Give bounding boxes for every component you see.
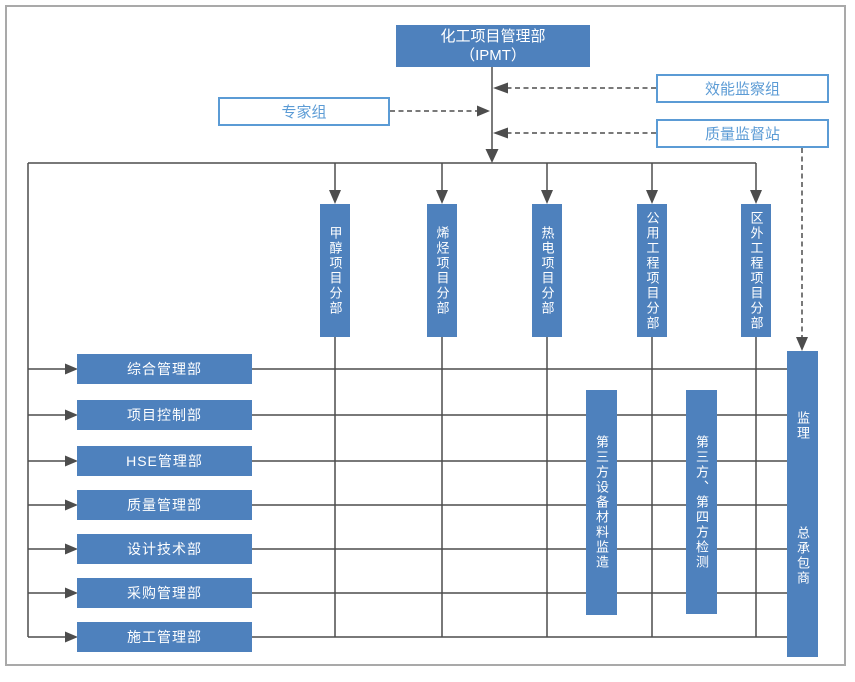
box-third-fourth-party-inspection: 第三方、第四方检测 — [686, 390, 717, 614]
box-ipmt: 化工项目管理部 （IPMT） — [396, 25, 590, 67]
box-dept-quality-management: 质量管理部 — [77, 490, 252, 520]
box-division-thermal-power: 热电项目分部 — [532, 204, 562, 337]
box-dept-construction-management: 施工管理部 — [77, 622, 252, 652]
ipmt-title-line1: 化工项目管理部 — [440, 28, 546, 45]
box-division-utility-engineering: 公用工程项目分部 — [637, 204, 667, 337]
box-division-outside-area-engineering: 区外工程项目分部 — [741, 204, 771, 337]
box-division-olefin: 烯烃项目分部 — [427, 204, 457, 337]
diagram-border — [5, 5, 846, 666]
box-supervisor-contractor: 监理 总承包商 — [787, 351, 818, 657]
box-efficiency-supervision-group: 效能监察组 — [656, 74, 829, 103]
box-dept-design-technology: 设计技术部 — [77, 534, 252, 564]
box-dept-project-control: 项目控制部 — [77, 400, 252, 430]
box-dept-general-management: 综合管理部 — [77, 354, 252, 384]
box-third-party-equipment-material-supervision: 第三方设备材料监造 — [586, 390, 617, 615]
box-division-methanol: 甲醇项目分部 — [320, 204, 350, 337]
supervisor-label: 监理 — [795, 411, 810, 441]
box-quality-supervision-station: 质量监督站 — [656, 119, 829, 148]
ipmt-title-line2: （IPMT） — [460, 47, 526, 64]
box-expert-group: 专家组 — [218, 97, 390, 126]
box-dept-hse-management: HSE管理部 — [77, 446, 252, 476]
general-contractor-label: 总承包商 — [795, 526, 810, 586]
box-dept-procurement-management: 采购管理部 — [77, 578, 252, 608]
